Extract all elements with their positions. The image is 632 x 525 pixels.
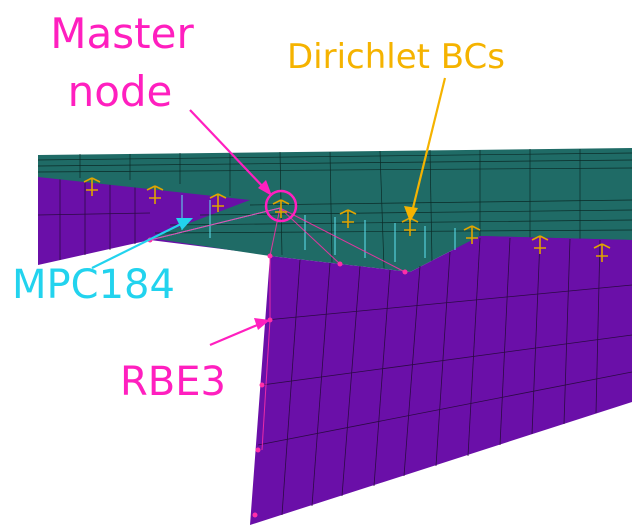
master-node-label-line1: Master — [50, 9, 194, 58]
top-plate — [37, 148, 632, 272]
bc-symbol — [339, 209, 357, 228]
bc-symbol — [146, 185, 164, 204]
bc-symbol — [401, 217, 419, 236]
bc-symbol — [463, 225, 481, 244]
front-wall — [250, 236, 632, 525]
top-plate-grid — [37, 149, 632, 269]
bc-symbol — [83, 177, 101, 196]
dirichlet-arrow — [410, 77, 447, 213]
bc-symbol — [272, 199, 290, 218]
dirichlet-label: Dirichlet BCs — [287, 37, 505, 77]
front-wall-grid — [257, 237, 632, 516]
top-plate-face — [38, 148, 632, 272]
dirichlet-bc-symbols — [83, 177, 611, 262]
mpc184-label: MPC184 — [12, 262, 175, 308]
rbe3-node-markers — [147, 237, 408, 518]
bc-symbol — [531, 235, 549, 254]
rbe3-links — [149, 207, 406, 451]
master-node-arrowhead — [258, 180, 272, 196]
bc-symbol — [593, 243, 611, 262]
rbe3-arrow — [209, 321, 263, 347]
annotation-arrows — [91, 77, 447, 347]
master-node-label-line2: node — [68, 67, 173, 116]
dirichlet-arrowhead — [404, 206, 418, 222]
mpc-arrow — [91, 221, 186, 269]
front-wall-face — [250, 236, 632, 525]
rbe3-arrowhead — [254, 318, 270, 330]
mpc-arrowhead — [176, 218, 193, 230]
back-wall-grid — [37, 176, 151, 260]
master-node-arrow — [189, 109, 267, 191]
master-node-circle — [264, 189, 298, 223]
rbe3-label: RBE3 — [120, 359, 226, 405]
bc-symbol — [209, 193, 227, 212]
